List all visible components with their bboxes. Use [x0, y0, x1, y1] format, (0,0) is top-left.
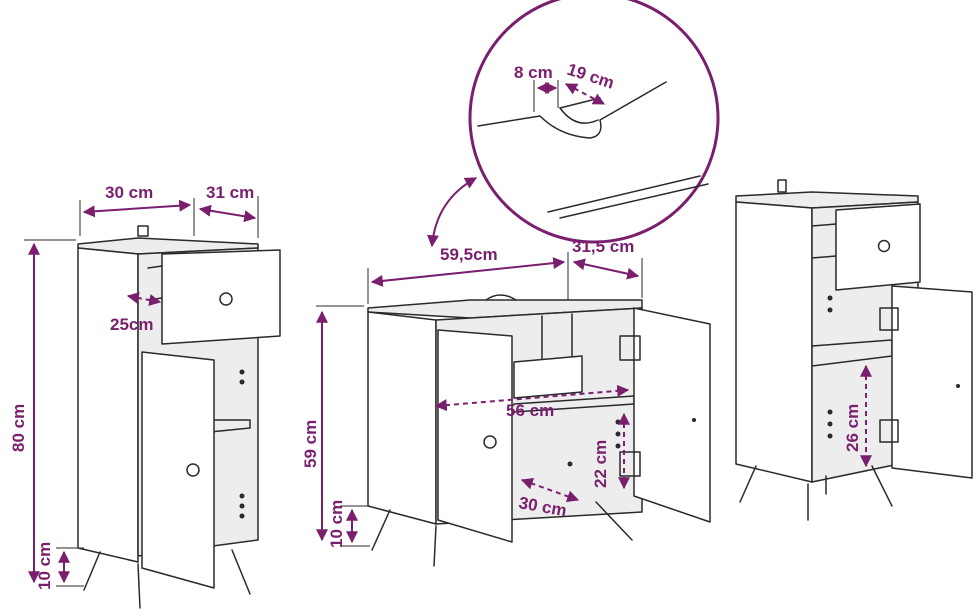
right-door [891, 285, 973, 479]
detail-cut-width-label: 8 cm [514, 63, 553, 82]
mid-leg-label: 10 cm [327, 500, 346, 548]
right-dimensions: 26 cm [843, 364, 872, 468]
middle-dimensions: 59,5cm 31,5 cm 59 cm 10 cm 56 cm 22 cm 3… [301, 237, 643, 548]
mid-inner-width-label: 56 cm [506, 401, 554, 420]
detail-zoom-circle: 8 cm 19 cm [426, 0, 720, 248]
left-height-label: 80 cm [9, 404, 28, 452]
middle-right-door [633, 307, 711, 523]
left-door [141, 351, 215, 589]
door-knob-icon [483, 435, 497, 449]
middle-left-door [437, 329, 513, 543]
mid-width-label: 59,5cm [440, 245, 498, 264]
drawer-knob-icon [877, 239, 891, 253]
door-knob-icon [186, 463, 200, 477]
left-leg-label: 10 cm [35, 542, 54, 590]
right-inner-height-label: 26 cm [843, 404, 862, 452]
middle-sink-cabinet [367, 294, 711, 567]
mid-inner-height-label: 22 cm [591, 440, 610, 488]
left-depth-label: 31 cm [206, 183, 254, 202]
drawer-knob-icon [219, 292, 233, 306]
left-drawer-depth-label: 25cm [110, 315, 153, 334]
left-width-label: 30 cm [105, 183, 153, 202]
right-tall-cabinet [735, 179, 973, 521]
mid-height-label: 59 cm [301, 420, 320, 468]
mid-depth-label: 31,5 cm [572, 237, 634, 256]
left-dimensions: 30 cm 31 cm 25cm 80 cm 10 cm [9, 183, 259, 590]
left-tall-cabinet [77, 225, 281, 609]
